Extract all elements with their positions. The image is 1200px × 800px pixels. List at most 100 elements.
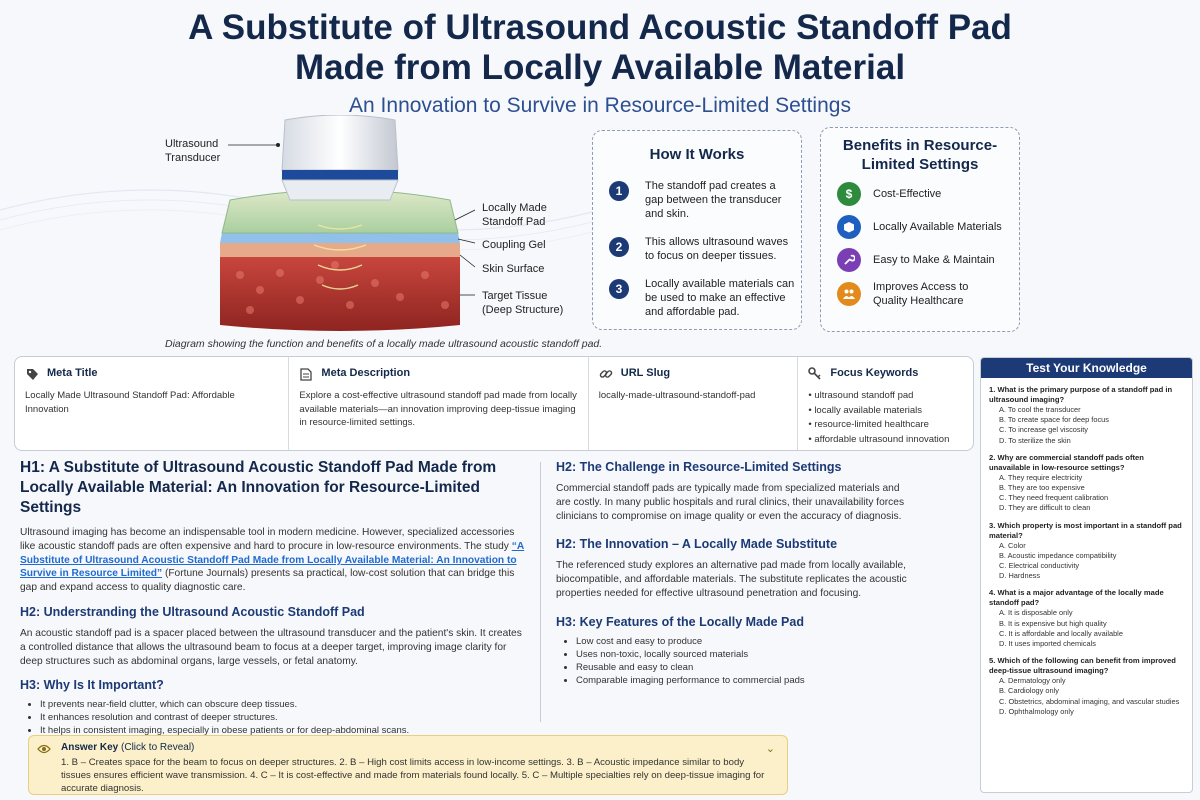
seo-meta-panel: Meta Title Locally Made Ultrasound Stand…	[14, 356, 974, 451]
label-skin-surface: Skin Surface	[482, 263, 545, 275]
box-icon	[837, 215, 861, 239]
answer-key-panel[interactable]: Answer Key (Click to Reveal) ⌄ 1. B – Cr…	[28, 735, 788, 795]
question-text: 2. Why are commercial standoff pads ofte…	[989, 452, 1144, 472]
meta-title-value: Locally Made Ultrasound Standoff Pad: Af…	[25, 390, 235, 415]
wrench-icon	[837, 248, 861, 272]
list-item: It helps in consistent imaging, especial…	[40, 724, 530, 737]
title-line-2: Made from Locally Available Material	[294, 48, 906, 87]
benefit-label: Locally Available Materials	[873, 221, 1002, 233]
list-item: It enhances resolution and contrast of d…	[40, 711, 530, 724]
option[interactable]: D. They are difficult to clean	[999, 503, 1091, 513]
option[interactable]: A. They require electricity	[999, 472, 1083, 482]
benefit-label: Easy to Make & Maintain	[873, 254, 995, 266]
meta-title-section: Meta Title Locally Made Ultrasound Stand…	[15, 357, 290, 450]
how-it-works-panel: How It Works 1 The standoff pad creates …	[592, 130, 802, 330]
page-subtitle: An Innovation to Survive in Resource-Lim…	[349, 94, 851, 117]
benefit-easy-maintain: Easy to Make & Maintain	[837, 248, 995, 272]
list-item: It prevents near-field clutter, which ca…	[40, 698, 530, 711]
column-divider	[540, 462, 541, 722]
label-transducer: Ultrasound Transducer	[165, 138, 221, 164]
step-text: The standoff pad creates a gap between t…	[645, 180, 782, 220]
eye-icon	[37, 744, 51, 754]
h2-innovation: H2: The Innovation – A Locally Made Subs…	[556, 537, 838, 552]
question-text: 1. What is the primary purpose of a stan…	[989, 385, 1173, 404]
option[interactable]: D. It uses imported chemicals	[999, 639, 1096, 649]
document-icon	[299, 367, 313, 381]
quiz-panel: Test Your Knowledge 1. What is the prima…	[980, 357, 1193, 793]
intro-paragraph: Ultrasound imaging has become an indispe…	[20, 527, 525, 594]
option[interactable]: C. To increase gel viscosity	[999, 425, 1088, 435]
list-item: Comparable imaging performance to commer…	[576, 674, 916, 687]
option[interactable]: C. It is affordable and locally availabl…	[999, 628, 1123, 638]
step-number: 3	[609, 279, 629, 299]
quiz-title: Test Your Knowledge	[981, 358, 1192, 378]
option[interactable]: B. Acoustic impedance compatibility	[999, 550, 1117, 560]
option[interactable]: B. They are too expensive	[999, 483, 1085, 493]
question-text: 5. Which of the following can benefit fr…	[989, 656, 1176, 676]
label-target-tissue: Target Tissue (Deep Structure)	[482, 290, 564, 316]
people-icon	[837, 282, 861, 306]
keyword-item: • resource-limited healthcare	[808, 419, 929, 430]
benefit-label: Improves Access to Quality Healthcare	[873, 281, 969, 307]
benefits-panel: Benefits in Resource-Limited Settings $ …	[820, 127, 1020, 332]
innovation-paragraph: The referenced study explores an alterna…	[556, 560, 907, 599]
option[interactable]: A. Dermatology only	[999, 676, 1066, 686]
standoff-pad-diagram: Ultrasound Transducer Locally Made Stand…	[150, 114, 590, 340]
step-number: 2	[609, 237, 629, 257]
article-h1: H1: A Substitute of Ultrasound Acoustic …	[20, 459, 497, 516]
diagram-caption: Diagram showing the function and benefit…	[165, 338, 603, 350]
chevron-down-icon[interactable]: ⌄	[765, 743, 775, 755]
option[interactable]: C. Obstetrics, abdominal imaging, and va…	[999, 696, 1180, 706]
label-standoff-pad: Locally Made Standoff Pad	[482, 202, 547, 228]
why-important-list: It prevents near-field clutter, which ca…	[20, 698, 530, 737]
meta-title-heading: Meta Title	[47, 367, 98, 380]
keyword-list: • ultrasound standoff pad • locally avai…	[808, 389, 963, 446]
step-1: 1 The standoff pad creates a gap between…	[609, 179, 795, 221]
focus-keywords-heading: Focus Keywords	[830, 367, 919, 380]
keyword-item: • locally available materials	[808, 404, 923, 416]
study-link[interactable]: “A Substitute of Ultrasound Acoustic Sta…	[20, 540, 525, 580]
quiz-question-3: 3. Which property is most important in a…	[981, 521, 1192, 582]
option[interactable]: A. It is disposable only	[999, 608, 1073, 618]
option[interactable]: B. It is expensive but high quality	[999, 618, 1107, 628]
url-slug-section: URL Slug locally-made-ultrasound-standof…	[589, 357, 799, 450]
option[interactable]: D. To sterilize the skin	[999, 435, 1071, 445]
benefit-cost-effective: $ Cost-Effective	[837, 182, 941, 206]
option[interactable]: A. To cool the transducer	[999, 405, 1081, 414]
h3-key-features: H3: Key Features of the Locally Made Pad	[556, 614, 804, 629]
quiz-question-1: 1. What is the primary purpose of a stan…	[981, 385, 1192, 446]
option[interactable]: D. Ophthalmology only	[999, 706, 1074, 716]
list-item: Low cost and easy to produce	[576, 635, 916, 648]
key-icon	[808, 367, 822, 381]
step-number: 1	[609, 181, 629, 201]
label-coupling-gel: Coupling Gel	[482, 239, 546, 251]
list-item: Reusable and easy to clean	[576, 661, 916, 674]
option[interactable]: C. Electrical conductivity	[999, 561, 1080, 571]
option[interactable]: B. To create space for deep focus	[999, 415, 1109, 425]
meta-description-section: Meta Description Explore a cost-effectiv…	[289, 357, 589, 450]
benefit-local-materials: Locally Available Materials	[837, 215, 1002, 239]
step-3: 3 Locally available materials can be use…	[609, 277, 795, 319]
article-left-column: H1: A Substitute of Ultrasound Acoustic …	[20, 458, 530, 737]
keyword-item: • ultrasound standoff pad	[808, 390, 914, 401]
understanding-paragraph: An acoustic standoff pad is a spacer pla…	[20, 627, 522, 667]
benefit-label: Cost-Effective	[873, 188, 942, 200]
focus-keywords-section: Focus Keywords • ultrasound standoff pad…	[798, 357, 973, 450]
question-text: 4. What is a major advantage of the loca…	[989, 588, 1164, 608]
option[interactable]: B. Cardiology only	[999, 686, 1059, 696]
title-line-1: A Substitute of Ultrasound Acoustic Stan…	[188, 8, 1012, 47]
dollar-icon: $	[837, 182, 861, 206]
option[interactable]: A. Color	[999, 540, 1026, 550]
quiz-question-5: 5. Which of the following can benefit fr…	[981, 656, 1192, 717]
url-slug-heading: URL Slug	[620, 367, 671, 380]
step-text: Locally available materials can be used …	[645, 278, 795, 318]
step-text: This allows ultrasound waves to focus on…	[645, 236, 789, 262]
benefits-title: Benefits in Resource-Limited Settings	[842, 137, 998, 173]
challenge-paragraph: Commercial standoff pads are typically m…	[556, 483, 905, 522]
option[interactable]: D. Hardness	[999, 571, 1041, 581]
step-2: 2 This allows ultrasound waves to focus …	[609, 235, 795, 263]
option[interactable]: C. They need frequent calibration	[999, 493, 1109, 503]
answer-key-label: Answer Key	[61, 742, 119, 753]
key-features-list: Low cost and easy to produce Uses non-to…	[556, 635, 916, 687]
list-item: Uses non-toxic, locally sourced material…	[576, 648, 916, 661]
